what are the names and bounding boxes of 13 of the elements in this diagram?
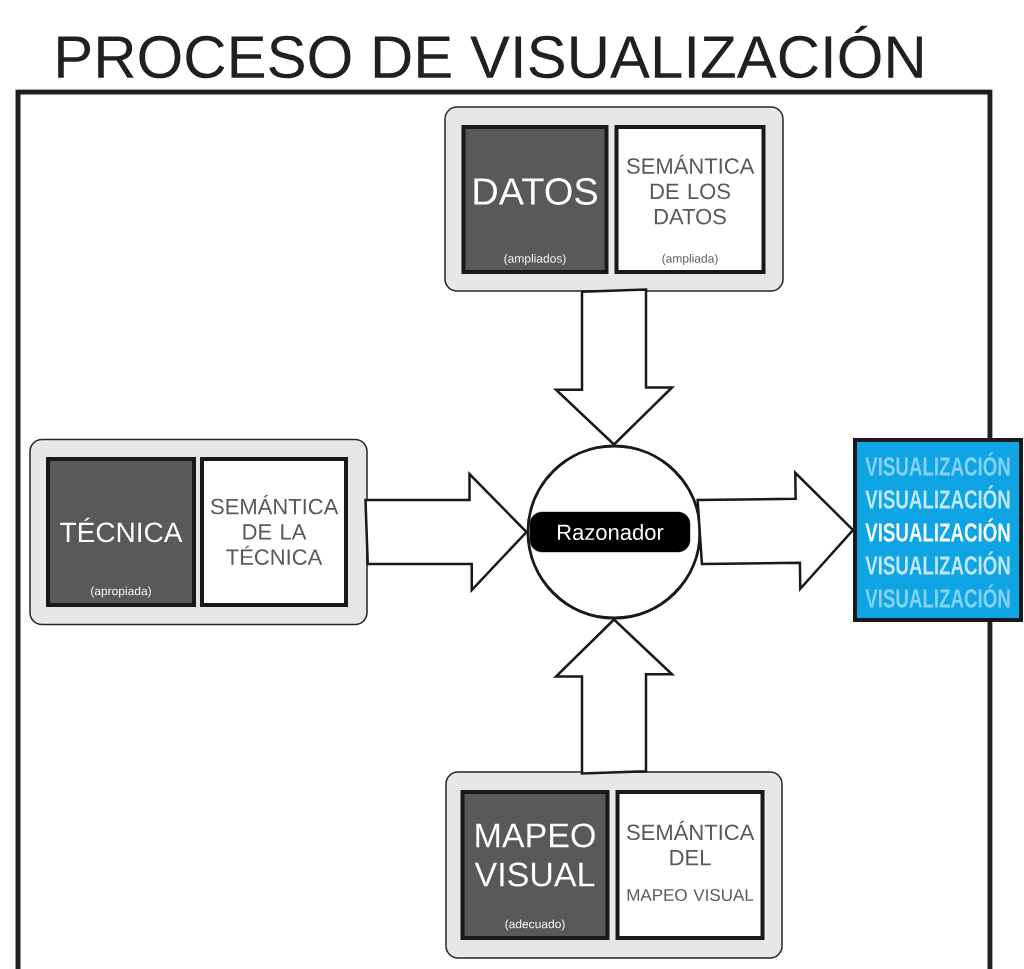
- semantics-box: SEMÁNTICA DE LA TÉCNICA: [200, 457, 348, 607]
- reasoner-label: Razonador: [529, 511, 691, 553]
- block-arrow: [696, 469, 855, 592]
- block-arrow: [552, 288, 676, 447]
- visualization-box: VISUALIZACIÓN VISUALIZACIÓN VISUALIZACIÓN VISUALIZACIÓN VISUALIZACIÓN: [853, 438, 1023, 622]
- category-box: TÉCNICA (apropiada): [46, 457, 196, 607]
- semantics-box: SEMÁNTICA DE LOS DATOS (ampliada): [614, 125, 766, 274]
- category-box: DATOS (ampliados): [461, 125, 609, 274]
- semantics-box: SEMÁNTICA DEL MAPEO VISUAL: [615, 790, 765, 940]
- block-arrow: [364, 470, 529, 594]
- title: PROCESO DE VISUALIZACIÓN: [58, 25, 922, 79]
- block-arrow: [552, 617, 676, 775]
- category-box: MAPEO VISUAL (adecuado): [460, 790, 610, 940]
